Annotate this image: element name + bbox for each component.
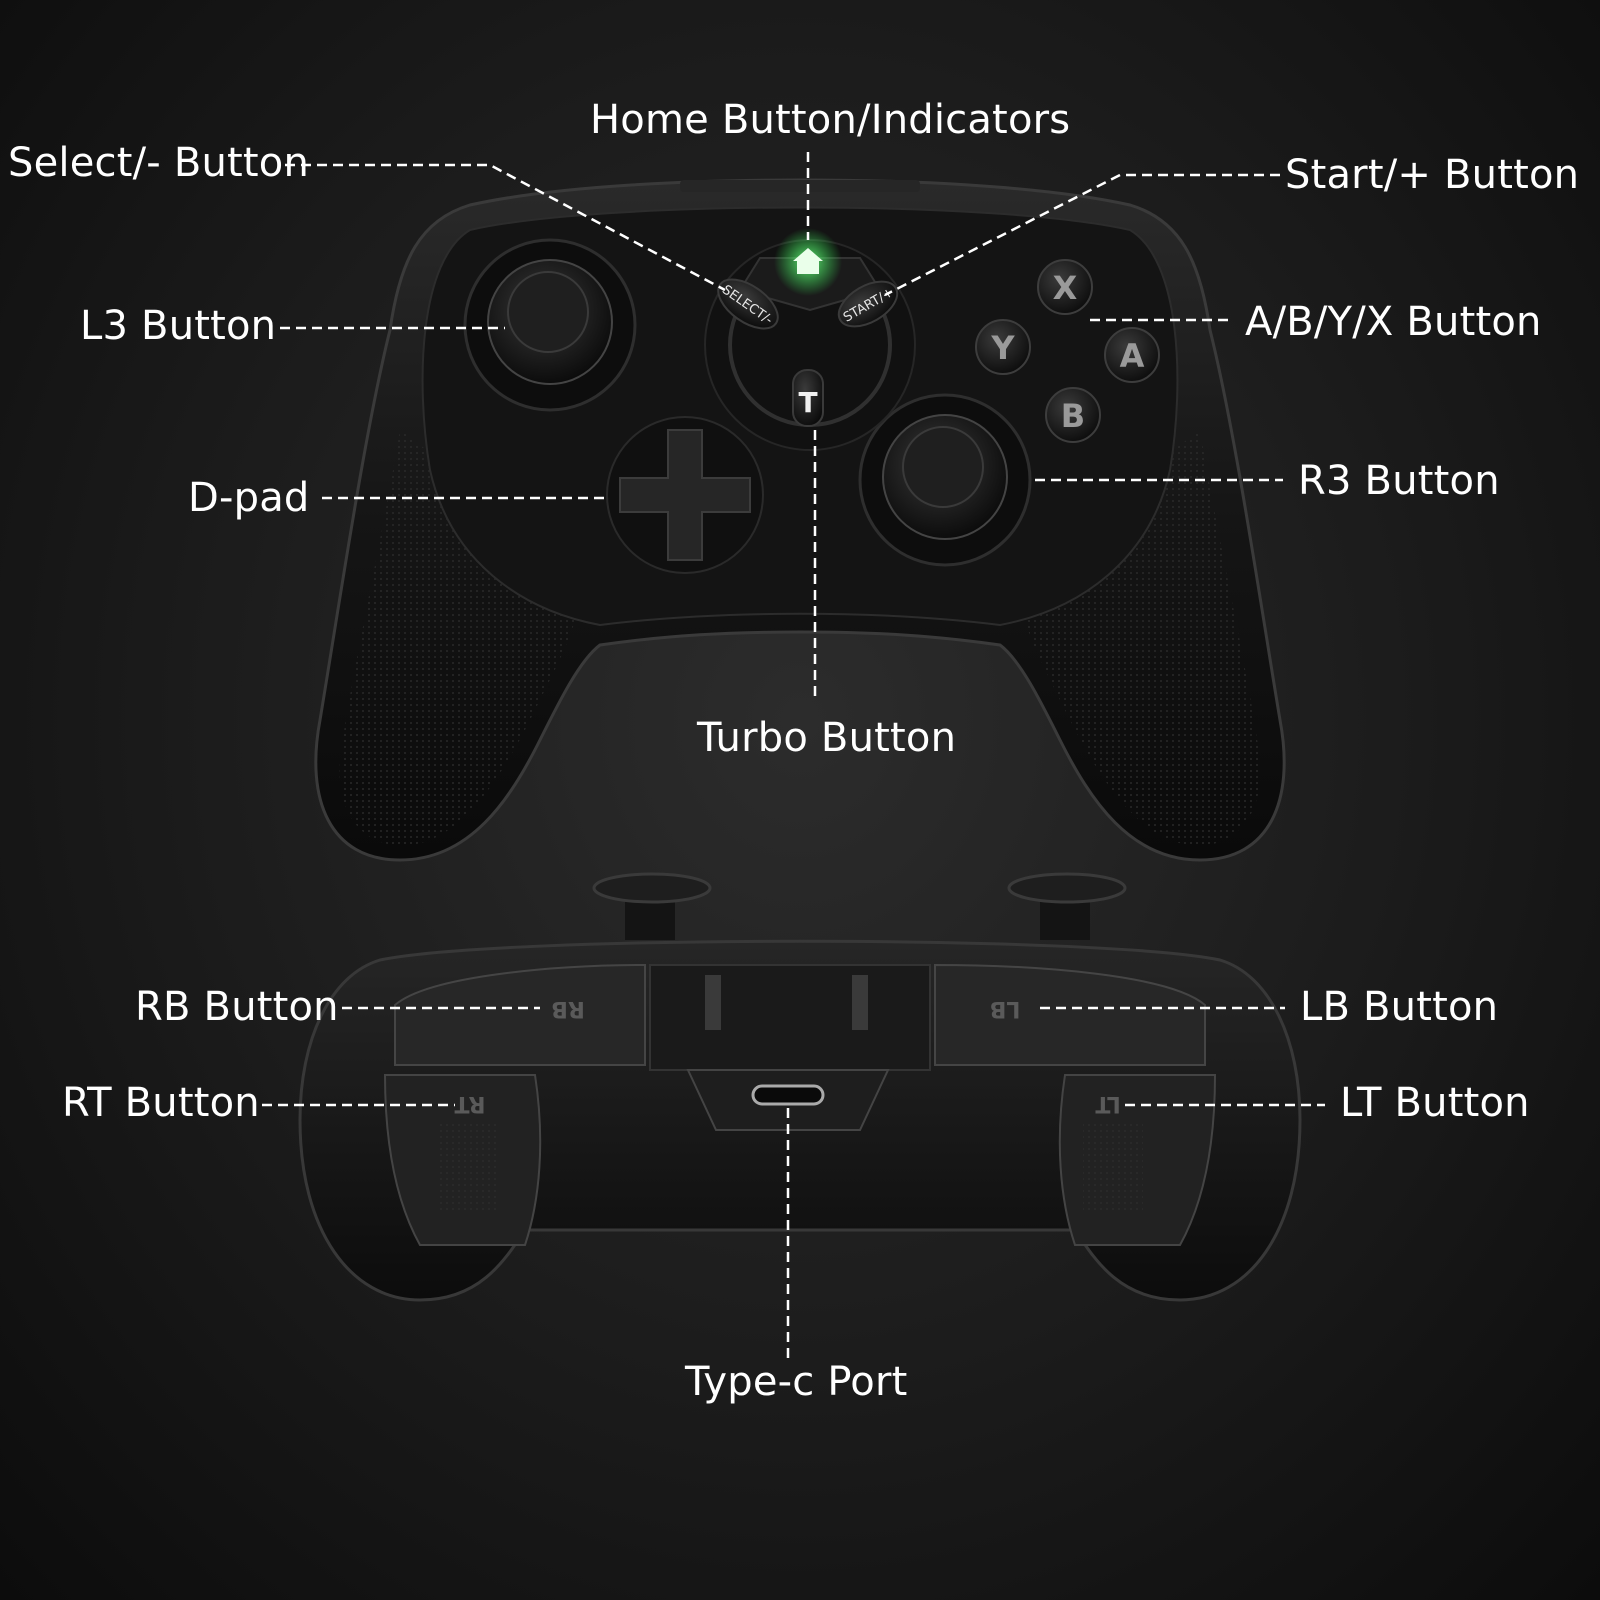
- d-pad: [606, 416, 764, 574]
- face-button-x: X: [1037, 259, 1093, 315]
- leader-select: [285, 163, 726, 292]
- face-b-text: B: [1061, 397, 1085, 435]
- turbo-key-text: T: [798, 386, 817, 419]
- rt-key-text: RT: [455, 1091, 486, 1116]
- back-center-bridge: [649, 964, 931, 1071]
- label-l3: L3 Button: [80, 303, 277, 349]
- lb-key-text: LB: [990, 996, 1021, 1021]
- top-bumper-strip: [680, 180, 920, 192]
- controller-back-view: RB LB RT LT: [298, 872, 1302, 1302]
- left-stick: [463, 238, 637, 412]
- label-rt: RT Button: [62, 1080, 260, 1126]
- rb-key-text: RB: [551, 996, 585, 1021]
- label-abyx: A/B/Y/X Button: [1245, 299, 1542, 345]
- controller-top-view: SELECT/- START/+ T X Y A B: [314, 178, 1286, 862]
- leader-start: [884, 173, 1280, 297]
- face-button-b: B: [1045, 387, 1101, 443]
- label-turbo: Turbo Button: [697, 715, 957, 761]
- face-button-y: Y: [975, 319, 1031, 375]
- label-typec: Type-c Port: [685, 1359, 908, 1405]
- rb-bumper: RB: [394, 963, 646, 1066]
- turbo-button: T: [792, 369, 824, 427]
- label-start: Start/+ Button: [1285, 152, 1580, 198]
- label-home: Home Button/Indicators: [590, 97, 1071, 143]
- rt-trigger: RT: [383, 1074, 542, 1246]
- left-grip-texture: [339, 430, 575, 846]
- face-a-text: A: [1120, 337, 1145, 375]
- lt-trigger: LT: [1058, 1074, 1217, 1246]
- leader-lines: [262, 152, 1325, 1358]
- label-rb: RB Button: [135, 984, 339, 1030]
- face-button-a: A: [1104, 327, 1160, 383]
- face-y-text: Y: [990, 329, 1015, 367]
- home-icon: [793, 248, 823, 274]
- lb-bumper: LB: [934, 963, 1206, 1066]
- type-c-port: [751, 1084, 825, 1106]
- lt-key-text: LT: [1095, 1091, 1120, 1116]
- bridge-rib-right: [852, 975, 868, 1030]
- back-left-stick: [592, 872, 712, 940]
- face-x-text: X: [1053, 269, 1078, 307]
- label-lb: LB Button: [1300, 984, 1499, 1030]
- label-r3: R3 Button: [1298, 458, 1500, 504]
- label-dpad: D-pad: [188, 475, 310, 521]
- label-lt: LT Button: [1340, 1080, 1530, 1126]
- home-button: [774, 228, 842, 296]
- back-right-stick: [1007, 872, 1127, 940]
- bridge-rib-left: [705, 975, 721, 1030]
- right-stick: [858, 393, 1032, 567]
- label-select: Select/- Button: [8, 140, 310, 186]
- right-grip-texture: [1025, 430, 1261, 846]
